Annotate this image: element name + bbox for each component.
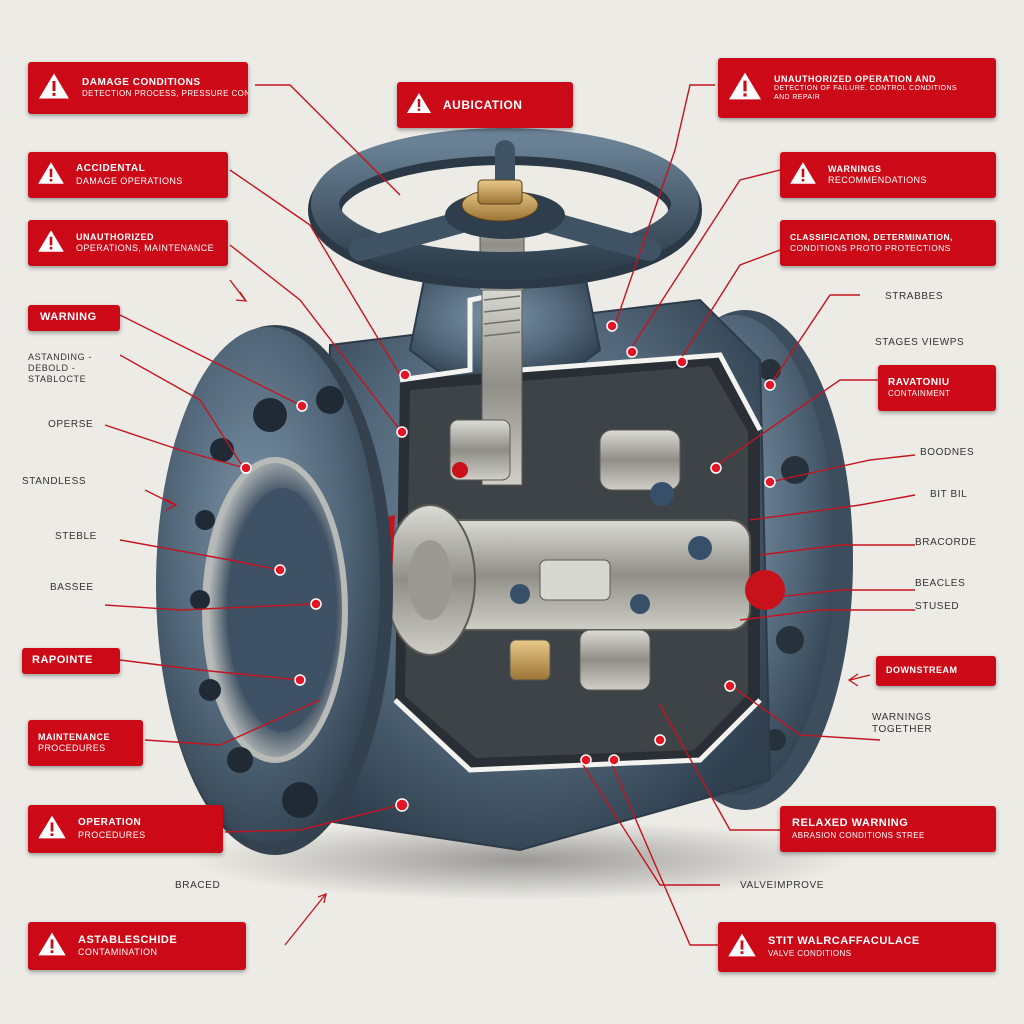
box-line1: MAINTENANCE — [38, 731, 110, 742]
right-label-3: BOODNES — [920, 447, 975, 458]
left-label-3: STANDLESS — [22, 476, 87, 487]
box-line1: RELAXED WARNING — [792, 817, 909, 830]
box-line2: DETECTION PROCESS, PRESSURE CONTROL — [82, 89, 248, 99]
left-warning-box-4: WARNING — [28, 305, 120, 331]
warning-triangle-icon — [726, 931, 758, 964]
box-line2: DAMAGE OPERATIONS — [76, 175, 183, 186]
center-box-text: AUBICATION — [443, 97, 523, 112]
box-line2: ABRASION CONDITIONS STREE — [792, 830, 925, 840]
box-line1: RAPOINTE — [32, 654, 93, 667]
center-warning-box: AUBICATION — [397, 82, 573, 128]
box-line1: DOWNSTREAM — [886, 665, 958, 676]
right-label-1: STRABBES — [885, 291, 944, 302]
box-line1: OPERATION — [78, 817, 142, 829]
box-line1: CLASSIFICATION, DETERMINATION, — [790, 232, 953, 243]
warning-triangle-icon — [405, 91, 433, 120]
left-label-2: OPERSE — [48, 419, 94, 430]
right-warning-box-5: DOWNSTREAM — [876, 656, 996, 686]
box-line1: UNAUTHORIZED — [76, 231, 154, 242]
box-line1: WARNINGS — [828, 163, 882, 174]
handwheel — [308, 128, 702, 291]
warning-triangle-icon — [788, 160, 818, 191]
valve-internals — [360, 284, 785, 691]
box-line2: CONTAMINATION — [78, 947, 158, 958]
warning-triangle-icon — [36, 71, 72, 106]
box-line2: CONDITIONS PROTO PROTECTIONS — [790, 243, 951, 253]
right-label-4: BIT BIL — [930, 489, 968, 500]
warning-triangle-icon — [36, 813, 68, 846]
right-label-8: WARNINGS TOGETHER — [872, 712, 933, 735]
left-warning-box-5: RAPOINTE — [22, 648, 120, 674]
box-line1: ACCIDENTAL — [76, 163, 146, 175]
box-line1: WARNING — [40, 311, 97, 324]
box-line1: RAVATONIU — [888, 376, 950, 388]
box-line2: CONTAINMENT — [888, 389, 951, 399]
leader-lines — [104, 84, 916, 946]
warning-triangle-icon — [36, 160, 66, 191]
right-label-9: VALVEIMPROVE — [740, 880, 825, 891]
box-line2: OPERATIONS, MAINTENANCE — [76, 243, 215, 253]
left-flange — [156, 325, 393, 855]
right-label-5: BRACORDE — [915, 537, 977, 548]
left-label-1: ASTANDING - DEBOLD - STABLOCTE — [28, 352, 92, 384]
warning-triangle-icon — [36, 228, 66, 259]
box-line2: RECOMMENDATIONS — [828, 175, 927, 185]
box-line1: DAMAGE CONDITIONS — [82, 76, 201, 88]
box-line2: PROCEDURES — [78, 829, 146, 840]
warning-triangle-icon — [726, 70, 764, 107]
pointer-arrows — [144, 279, 871, 946]
box-line1: UNAUTHORIZED OPERATION AND — [774, 73, 936, 84]
box-line2: DETECTION OF FAILURE. CONTROL CONDITIONS… — [774, 84, 957, 101]
right-label-2: STAGES VIEWPS — [875, 337, 965, 348]
right-label-6: BEACLES — [915, 578, 966, 589]
box-line1: ASTABLESCHIDE — [78, 933, 178, 946]
floor-shadow — [190, 820, 850, 900]
right-label-7: STUSED — [915, 601, 960, 612]
warning-triangle-icon — [36, 930, 68, 963]
right-warning-box-3: CLASSIFICATION, DETERMINATION,CONDITIONS… — [780, 220, 996, 266]
leader-dots — [240, 320, 776, 812]
box-line2: PROCEDURES — [38, 743, 106, 753]
left-label-4: STEBLE — [55, 531, 97, 542]
box-line2: VALVE CONDITIONS — [768, 948, 852, 958]
left-label-5: BASSEE — [50, 582, 94, 593]
left-label-6: BRACED — [175, 880, 221, 891]
box-line1: STIT WALRCAFFACULACE — [768, 935, 920, 948]
